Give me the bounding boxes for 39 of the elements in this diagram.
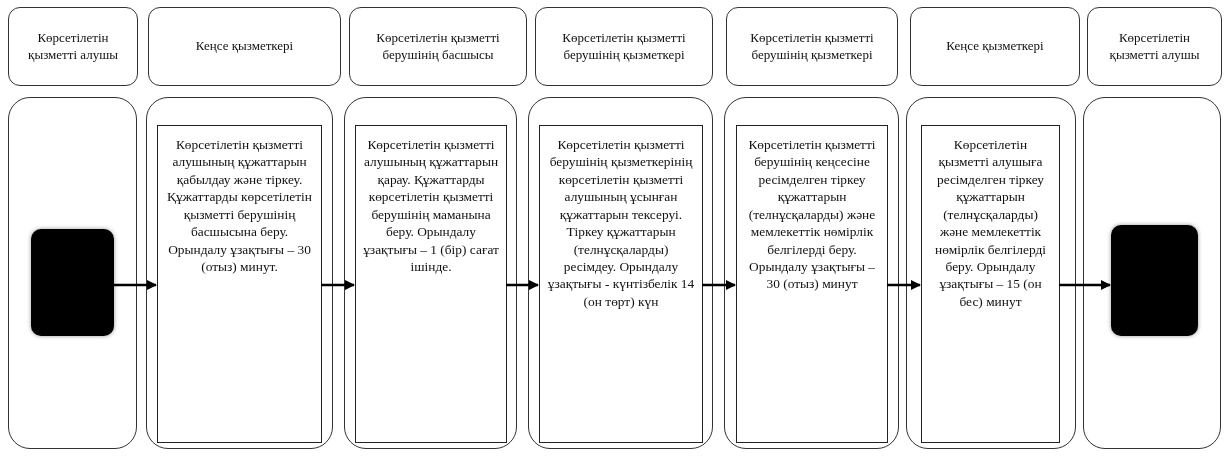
header-box — [8, 7, 138, 86]
arrow — [702, 280, 736, 290]
arrow — [887, 280, 921, 290]
process-box — [355, 125, 507, 443]
lane-box — [724, 97, 899, 449]
lane-box — [528, 97, 713, 449]
step-text: Көрсетілетін қызметті алушыға ресімделген тіркеу құжаттарын (телнұсқаларды) және мемлекеттік нөмірлік белгілерді беру. Орындалу ұзақтығы – 15 (он бес) минут — [934, 136, 1047, 311]
arrow — [1059, 280, 1111, 290]
step-text: Көрсетілетін қызметті берушінің кеңсесіне ресімделген тіркеу құжаттарын (телнұсқаларды) және мемлекеттік нөмірлік белгілерді беру. Орындалу ұзақтығы – 30 (отыз) минут — [747, 136, 877, 293]
step-text: Көрсетілетін қызметті берушінің қызметкерінің көрсетілетін қызметті алушының ұсынған құжаттарын тексеруі. Тіркеу құжаттарын (телнұсқаларды) ресімдеу. Орындалу ұзақтығы - күнтізбелік 14 (он төрт) күн — [546, 136, 696, 311]
step-text: Көрсетілетін қызметті алушының құжаттарын қарау. Құжаттарды көрсетілетін қызметті берушінің маманына беру. Орындалу ұзақтығы – 1 (бір) сағат ішінде. — [362, 136, 500, 276]
terminal-box — [1111, 225, 1198, 336]
role-label: Көрсетілетін қызметті алушы — [27, 30, 119, 63]
lane-box — [906, 97, 1076, 449]
header-box — [726, 7, 898, 86]
lane-box — [146, 97, 333, 449]
step-text: Көрсетілетін қызметті алушының құжаттарын қабылдау және тіркеу. Құжаттарды көрсетілетін қызметті берушінің басшысына беру. Орындалу ұзақтығы – 30 (отыз) минут. — [166, 136, 313, 276]
header-box — [349, 7, 527, 86]
role-label: Кеңсе қызметкері — [946, 38, 1044, 55]
header-box — [910, 7, 1080, 86]
arrow — [506, 280, 539, 290]
arrow — [321, 280, 355, 290]
header-box — [535, 7, 713, 86]
role-label: Көрсетілетін қызметті алушы — [1108, 30, 1201, 63]
role-label: Кеңсе қызметкері — [195, 38, 294, 55]
role-label: Көрсетілетін қызметті берушінің басшысы — [375, 30, 501, 63]
header-box — [148, 7, 341, 86]
process-box — [921, 125, 1060, 443]
lane-box — [1083, 97, 1221, 449]
process-box — [736, 125, 888, 443]
terminal-box — [31, 229, 114, 336]
role-label: Көрсетілетін қызметті берушінің қызметкері — [561, 30, 687, 63]
process-box — [157, 125, 322, 443]
process-box — [539, 125, 703, 443]
header-box — [1087, 7, 1222, 86]
arrow — [113, 280, 157, 290]
lane-box — [8, 97, 137, 449]
lane-box — [344, 97, 517, 449]
role-label: Көрсетілетін қызметті берушінің қызметкері — [749, 30, 875, 63]
